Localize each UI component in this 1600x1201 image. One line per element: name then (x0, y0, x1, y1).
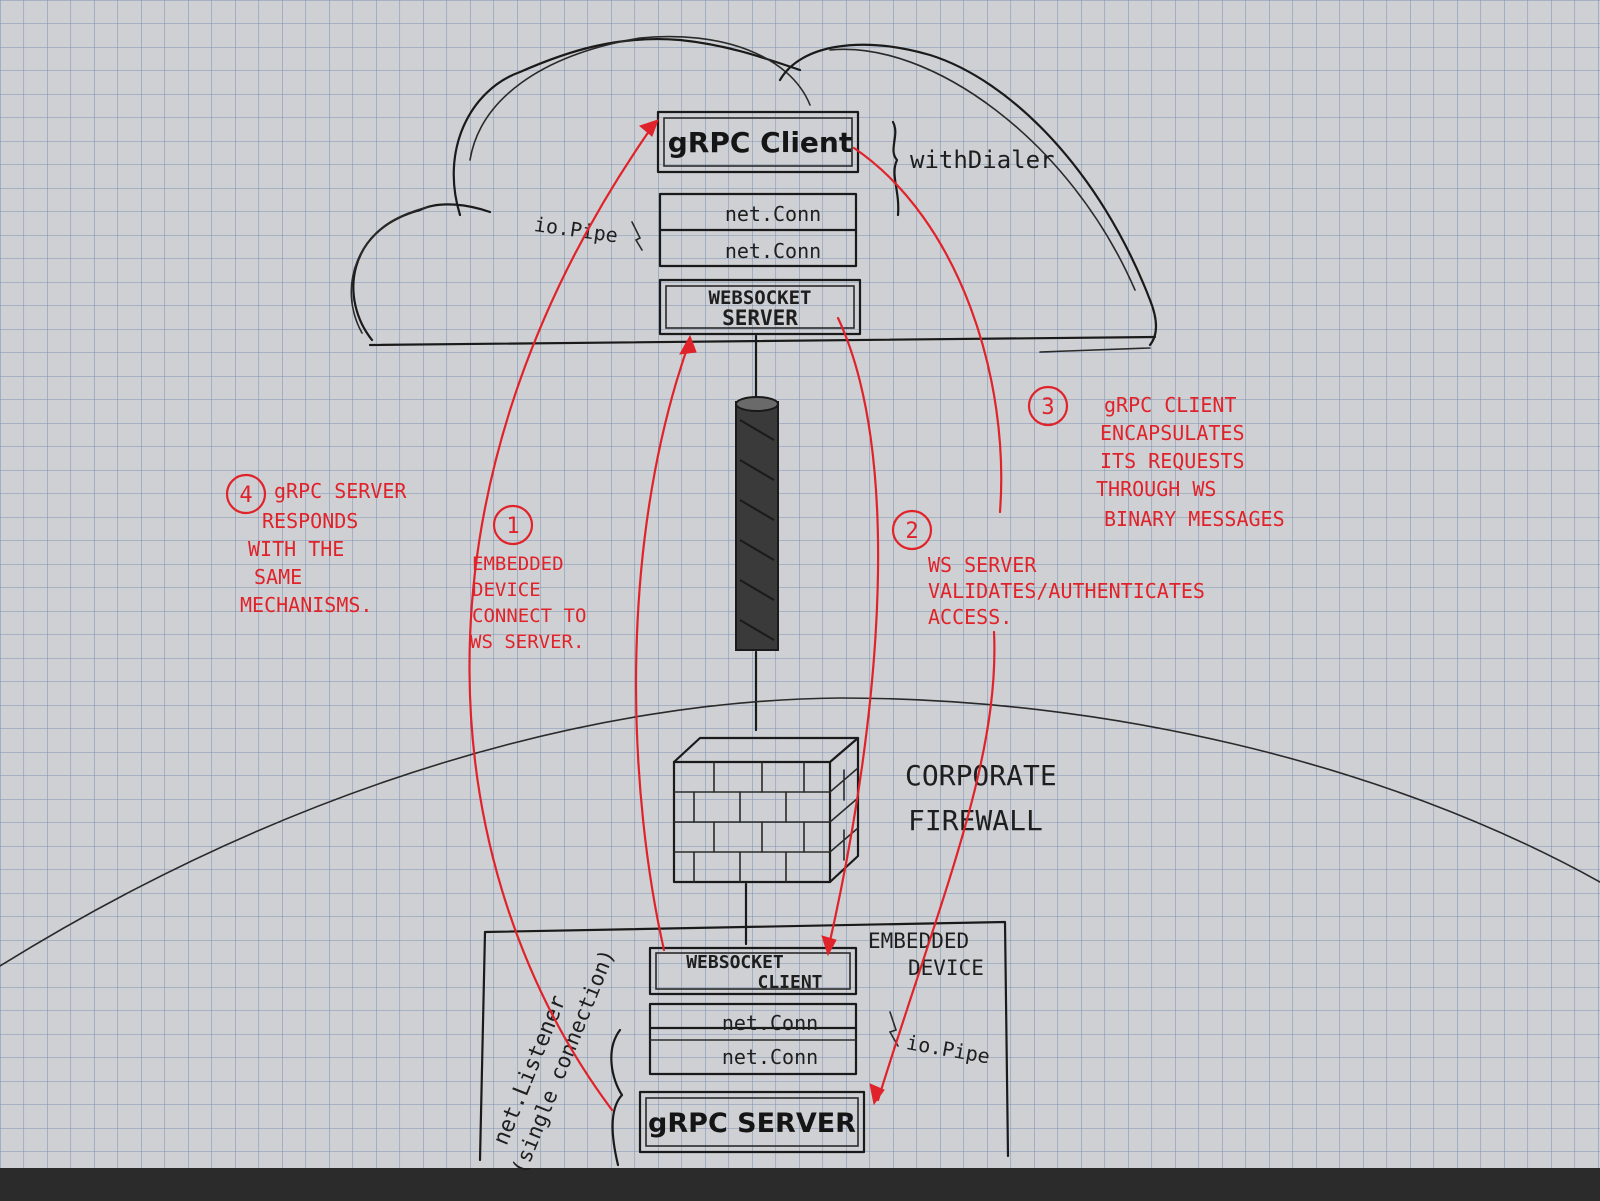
step-1-line-2: DEVICE (472, 579, 541, 601)
step-2-line-3: ACCESS. (928, 605, 1012, 629)
websocket-client-box: WEBSOCKET CLIENT (648, 946, 858, 996)
cloud-shape (350, 35, 1158, 353)
grpc-client-label: gRPC Client (668, 126, 852, 159)
step-3-number: 3 (1041, 395, 1054, 420)
net-listener-brace (610, 1028, 624, 1167)
websocket-client-line2: CLIENT (757, 972, 822, 993)
horizon-arc (0, 697, 1600, 967)
step-3-line-1: gRPC CLIENT (1104, 393, 1236, 417)
step-2-number: 2 (905, 519, 918, 544)
step-4-annotation: 4 gRPC SERVER RESPONDS WITH THE SAME MEC… (225, 473, 407, 617)
websocket-client-line1: WEBSOCKET (686, 952, 784, 973)
io-pipe-bottom-brace (888, 1011, 899, 1047)
step-1-marker (492, 504, 534, 546)
arrow-step-1 (634, 338, 692, 952)
step-1-line-3: CONNECT TO (472, 605, 586, 627)
step-2-annotation: 2 WS SERVER VALIDATES/AUTHENTICATES ACCE… (891, 509, 1205, 629)
step-1-line-4: WS SERVER. (470, 631, 584, 653)
step-4-line-5: MECHANISMS. (240, 593, 372, 617)
step-4-line-3: WITH THE (248, 537, 344, 561)
with-dialer-brace (891, 120, 900, 217)
embedded-device-line2: DEVICE (908, 956, 984, 980)
step-3-line-3: ITS REQUESTS (1100, 449, 1245, 473)
grpc-server-label: gRPC SERVER (648, 1108, 856, 1139)
websocket-server-box: WEBSOCKET SERVER (658, 278, 862, 336)
step-3-annotation: 3 gRPC CLIENT ENCAPSULATES ITS REQUESTS … (1027, 385, 1285, 531)
arrow-step-4 (468, 122, 656, 1112)
step-3-line-5: BINARY MESSAGES (1104, 507, 1285, 531)
step-4-number: 4 (239, 483, 252, 508)
io-pipe-top-brace (631, 221, 643, 251)
net-conn-bottom-box: net.Conn net.Conn (648, 1002, 858, 1076)
step-1-line-1: EMBEDDED (472, 553, 564, 575)
step-2-marker (891, 509, 933, 551)
firewall-icon (672, 736, 860, 884)
firewall-line2: FIREWALL (908, 804, 1043, 837)
embedded-device-line1: EMBEDDED (868, 929, 969, 953)
step-2-line-1: WS SERVER (928, 553, 1037, 577)
step-4-line-4: SAME (254, 565, 302, 589)
arrow-step-3b (876, 630, 996, 1102)
net-conn-top-box: net.Conn net.Conn (658, 192, 858, 268)
step-2-line-2: VALIDATES/AUTHENTICATES (928, 579, 1205, 603)
step-3-line-4: THROUGH WS (1096, 477, 1216, 501)
websocket-server-line1: WEBSOCKET (709, 287, 812, 309)
step-4-line-1: gRPC SERVER (274, 479, 407, 503)
tunnel-cylinder (735, 396, 779, 651)
step-4-line-2: RESPONDS (262, 509, 358, 533)
arrow-step-2 (826, 316, 880, 952)
flow-arrows (468, 119, 1003, 1112)
net-conn-bottom-2: net.Conn (722, 1045, 818, 1069)
step-1-annotation: 1 EMBEDDED DEVICE CONNECT TO WS SERVER. (470, 504, 586, 653)
step-4-marker (225, 473, 267, 515)
net-conn-top-2: net.Conn (725, 239, 821, 263)
step-3-marker (1027, 385, 1069, 427)
arrow-step-3a (852, 146, 1003, 514)
websocket-server-line2: SERVER (722, 306, 798, 330)
net-conn-top-1: net.Conn (725, 202, 821, 226)
net-conn-bottom-1: net.Conn (722, 1011, 818, 1035)
step-1-number: 1 (506, 514, 519, 539)
grpc-client-box: gRPC Client (656, 110, 860, 174)
desk-edge (0, 1168, 1600, 1201)
step-3-line-2: ENCAPSULATES (1100, 421, 1245, 445)
grpc-server-box: gRPC SERVER (638, 1090, 866, 1154)
with-dialer-label: withDialer (910, 146, 1055, 174)
